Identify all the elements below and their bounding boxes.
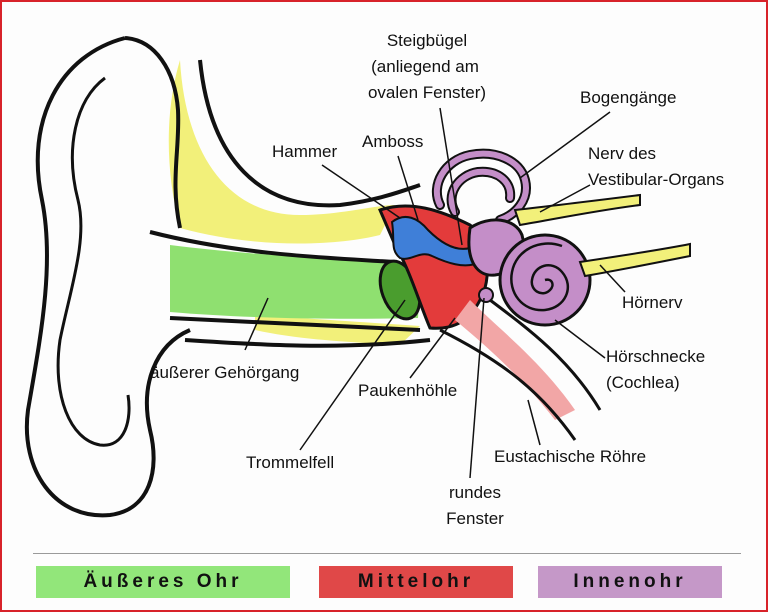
leader-hoerschnecke <box>554 319 606 359</box>
yellow-tissue-upper <box>168 60 395 244</box>
leader-hammer <box>321 164 401 219</box>
ear-canal-fill <box>170 245 419 319</box>
leader-hoernerv <box>599 264 626 293</box>
label-rundes-2: Fenster <box>446 509 504 528</box>
ear-canal-top <box>149 230 396 264</box>
leader-gehoergang <box>244 297 269 351</box>
leader-rundes <box>469 297 485 479</box>
label-hoernerv: Hörnerv <box>622 293 683 312</box>
label-gehoergang: äußerer Gehörgang <box>150 363 300 382</box>
legend-swatch-inner <box>538 566 722 598</box>
leader-nerv <box>539 184 591 213</box>
ear-canal-bottom <box>169 316 421 332</box>
label-hoerschnecke-1: Hörschnecke <box>606 347 706 366</box>
label-nerv-2: Vestibular-Organs <box>588 170 725 189</box>
label-steigbuegel-2: (anliegend am <box>371 57 479 76</box>
leader-amboss <box>397 155 419 221</box>
label-bogengaenge: Bogengänge <box>580 88 677 107</box>
semicircular-canals-fill <box>433 150 529 223</box>
eustachian-tube <box>455 300 575 420</box>
canal-outer-top <box>198 59 421 208</box>
vestibular-nerve-shape <box>513 193 641 227</box>
eustachian-tube-line-2 <box>489 298 602 411</box>
auricle-inner-fold <box>56 76 131 447</box>
legend-middle-ear: Mittelohr <box>357 571 475 592</box>
legend-inner-ear: Innenohr <box>573 571 687 592</box>
cochlea-spiral <box>510 242 569 312</box>
label-eustachische: Eustachische Röhre <box>494 447 647 466</box>
label-hoerschnecke-2: (Cochlea) <box>606 373 680 392</box>
label-hammer: Hammer <box>272 142 338 161</box>
auricle-outline <box>24 36 191 518</box>
label-steigbuegel-1: Steigbügel <box>386 31 468 50</box>
leader-bogengaenge <box>519 111 611 179</box>
canal-outer-bottom <box>184 338 431 348</box>
legend-outer-ear: Äußeres Ohr <box>83 571 243 592</box>
leader-eustachische <box>527 399 541 446</box>
leader-steigbuegel <box>439 107 463 246</box>
label-nerv-1: Nerv des <box>588 144 657 163</box>
legend-swatch-middle <box>319 566 513 598</box>
label-trommelfell: Trommelfell <box>246 453 335 472</box>
auricle-helix <box>124 36 182 229</box>
legend-divider <box>33 553 741 554</box>
eustachian-tube-line-1 <box>439 328 577 441</box>
label-rundes-1: rundes <box>449 483 501 502</box>
label-amboss: Amboss <box>362 132 424 151</box>
label-steigbuegel-3: ovalen Fenster) <box>367 83 487 102</box>
leader-trommelfell <box>299 299 406 451</box>
leader-paukenhoehle <box>409 317 456 379</box>
cochlear-nerve-shape <box>578 242 691 278</box>
legend-swatch-outer <box>36 566 290 598</box>
round-window-shape <box>478 287 494 303</box>
label-paukenhoehle: Paukenhöhle <box>358 381 458 400</box>
